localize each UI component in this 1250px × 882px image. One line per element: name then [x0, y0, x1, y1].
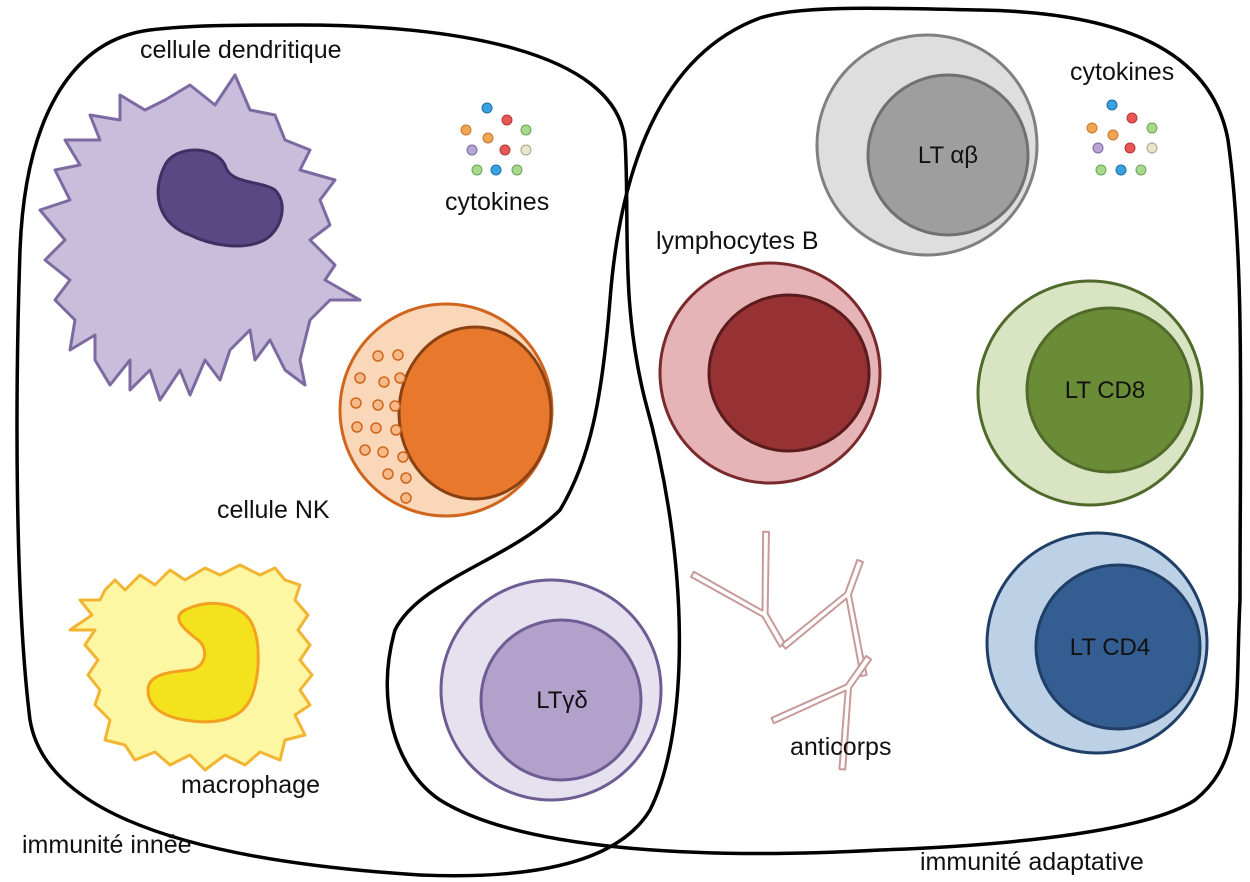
lt-alpha-beta-cell — [815, 33, 1039, 257]
lt-cd8-inner — [1025, 306, 1193, 474]
adaptive-immunity-boundary — [385, 6, 1243, 856]
dendritic-cell — [38, 73, 362, 402]
lt-cd8-cell — [976, 279, 1204, 507]
cytokines-cluster-right — [1086, 99, 1158, 176]
label-lt-alpha-beta: LT αβ — [918, 142, 978, 169]
antibodies — [690, 530, 873, 771]
label-cytokines-left: cytokines — [445, 188, 549, 216]
macrophage-body — [68, 563, 314, 772]
nk-granules — [350, 349, 412, 504]
label-antibodies: anticorps — [790, 733, 891, 761]
lt-cd4-inner — [1034, 563, 1202, 731]
antibody-1 — [690, 530, 787, 648]
antibody-3 — [770, 654, 873, 771]
lymph-b-nucleus — [707, 293, 871, 453]
antibody-2 — [780, 558, 868, 678]
cytokines-cluster-left — [460, 102, 532, 176]
label-lt-cd8: LT CD8 — [1065, 377, 1145, 404]
lt-gd-inner — [479, 618, 643, 782]
innate-immunity-boundary — [15, 23, 682, 878]
label-lt-gamma-delta: LTγδ — [536, 687, 588, 714]
label-innate-immunity: immunité innée — [22, 831, 192, 859]
label-lt-cd4: LT CD4 — [1070, 634, 1150, 661]
lt-ab-inner — [866, 73, 1030, 237]
dendritic-cell-nucleus — [156, 148, 284, 248]
macrophage-nucleus — [146, 601, 260, 724]
label-lymphocytes-b: lymphocytes B — [656, 227, 819, 255]
label-dendritic-cell: cellule dendritique — [140, 36, 342, 64]
nk-cell — [338, 302, 554, 518]
lt-gamma-delta-cell — [439, 578, 663, 802]
lt-cd4-cell — [985, 531, 1209, 755]
label-cytokines-right: cytokines — [1070, 58, 1174, 86]
macrophage — [68, 563, 314, 772]
label-macrophage: macrophage — [181, 771, 320, 799]
label-adaptive-immunity: immunité adaptative — [920, 848, 1144, 876]
nk-cell-nucleus — [397, 325, 553, 501]
lymphocyte-b-cell — [658, 261, 882, 485]
label-nk-cell: cellule NK — [217, 496, 330, 524]
